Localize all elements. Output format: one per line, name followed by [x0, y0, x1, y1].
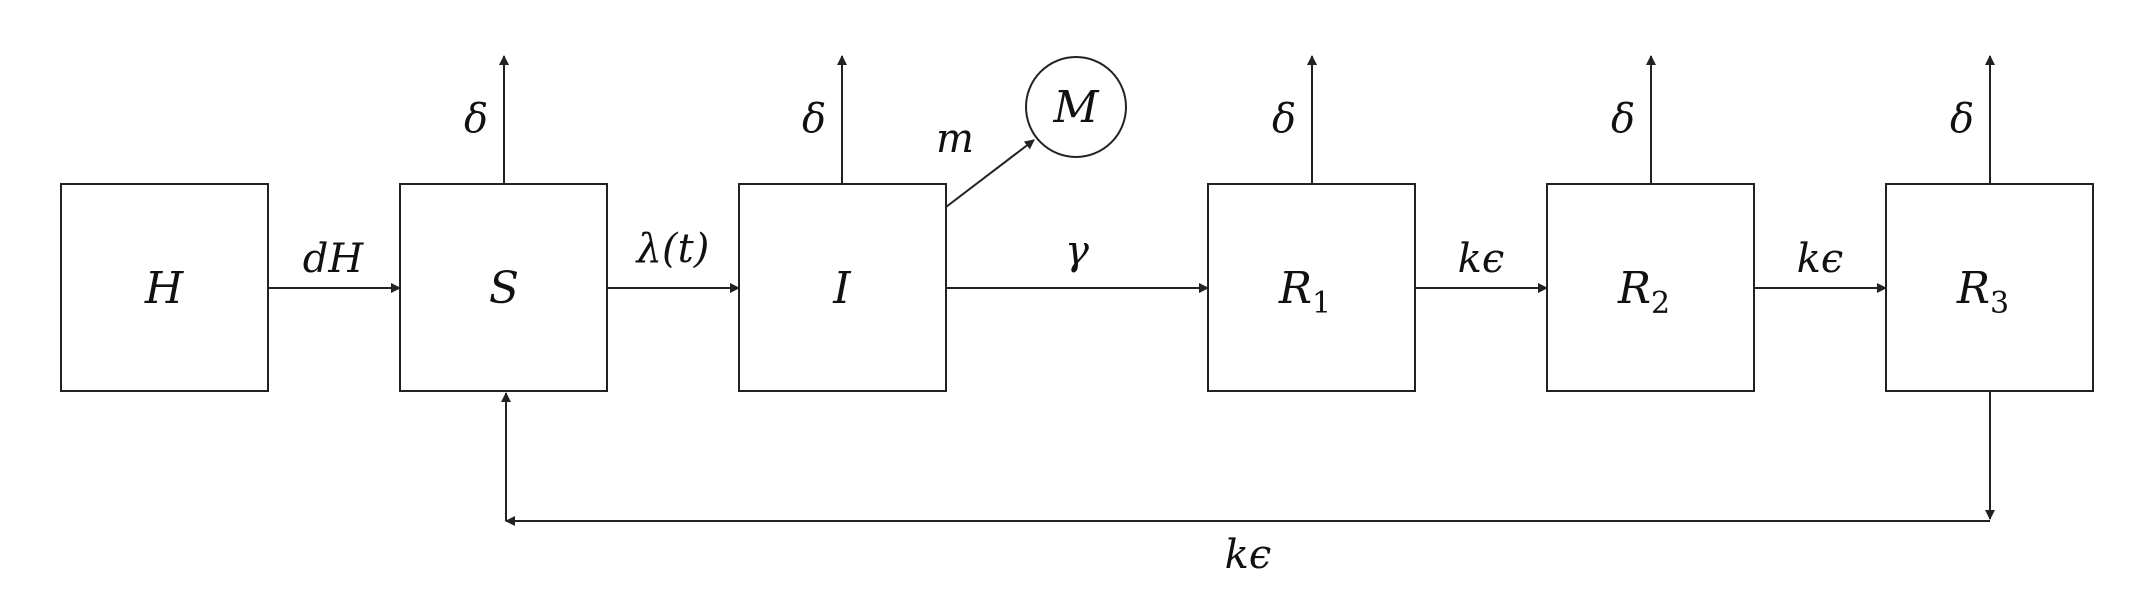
death-label-R2: δ — [1611, 96, 1635, 142]
node-R3-subscript: 3 — [1990, 286, 2009, 321]
edge-I-R1: γ — [946, 228, 1209, 293]
node-R2-subscript: 2 — [1651, 286, 1670, 321]
edge-S-I-label: λ(t) — [635, 226, 710, 272]
node-S-label: S — [489, 263, 519, 314]
node-R1-label: R1 — [1278, 263, 1331, 321]
edge-R1-R2-label: kϵ — [1458, 236, 1505, 282]
death-edge-R1: δ — [1272, 55, 1317, 184]
death-edge-I: δ — [802, 55, 847, 184]
node-R1-subscript: 1 — [1312, 286, 1331, 321]
node-I: I — [738, 183, 947, 392]
edge-R3-S-label: kϵ — [1225, 532, 1272, 578]
death-label-S: δ — [464, 96, 488, 142]
node-R3: R3 — [1885, 183, 2094, 392]
node-R1: R1 — [1207, 183, 1416, 392]
death-label-R3: δ — [1950, 96, 1974, 142]
edge-I-R1-label: γ — [1065, 228, 1089, 274]
edge-R3-S: kϵ — [501, 391, 1995, 578]
node-S: S — [399, 183, 608, 392]
edge-R2-R3-label: kϵ — [1797, 236, 1844, 282]
node-M-label: M — [1052, 82, 1099, 133]
node-M: M — [1025, 56, 1127, 158]
death-label-R1: δ — [1272, 96, 1296, 142]
edge-H-S: dH — [268, 236, 401, 293]
edge-H-S-label: dH — [303, 236, 365, 282]
death-edge-R2: δ — [1611, 55, 1656, 184]
death-label-I: δ — [802, 96, 826, 142]
node-H-label: H — [144, 263, 185, 314]
node-H: H — [60, 183, 269, 392]
death-edge-R3: δ — [1950, 55, 1995, 184]
edge-R1-R2: kϵ — [1415, 236, 1548, 293]
node-I-label: I — [832, 263, 852, 314]
death-edge-S: δ — [464, 55, 509, 184]
edge-S-I: λ(t) — [607, 226, 740, 293]
edge-I-M-label: m — [936, 116, 974, 162]
node-R3-label: R3 — [1956, 263, 2009, 321]
node-R2: R2 — [1546, 183, 1755, 392]
edge-I-M: m — [936, 116, 1035, 208]
edge-R2-R3: kϵ — [1754, 236, 1887, 293]
node-R2-label: R2 — [1617, 263, 1670, 321]
